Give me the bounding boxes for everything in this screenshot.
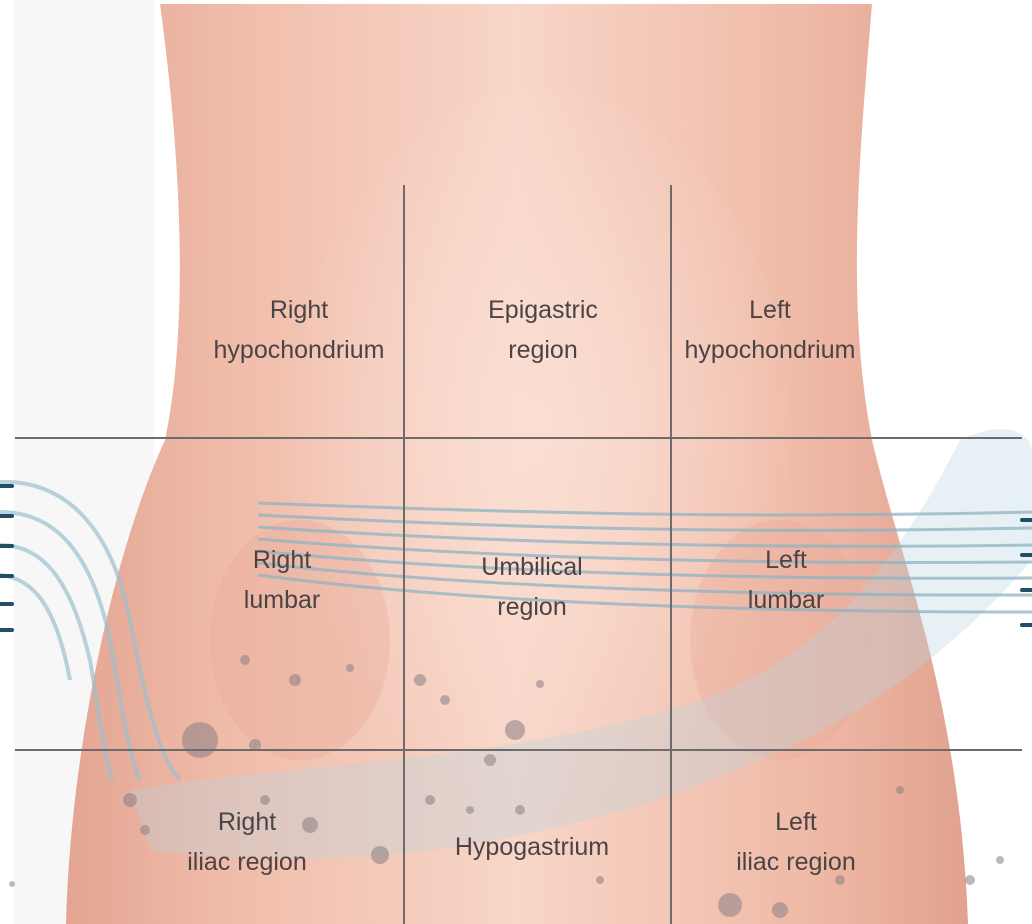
- label-right-hypochondrium: Right hypochondrium: [189, 290, 409, 370]
- label-right-lumbar: Right lumbar: [172, 540, 392, 620]
- label-left-hypochondrium: Left hypochondrium: [660, 290, 880, 370]
- label-hypogastrium: Hypogastrium: [422, 827, 642, 867]
- label-right-iliac-region: Right iliac region: [137, 802, 357, 882]
- label-left-lumbar: Left lumbar: [676, 540, 896, 620]
- label-left-iliac-region: Left iliac region: [686, 802, 906, 882]
- label-epigastric-region: Epigastric region: [433, 290, 653, 370]
- label-umbilical-region: Umbilical region: [422, 547, 642, 627]
